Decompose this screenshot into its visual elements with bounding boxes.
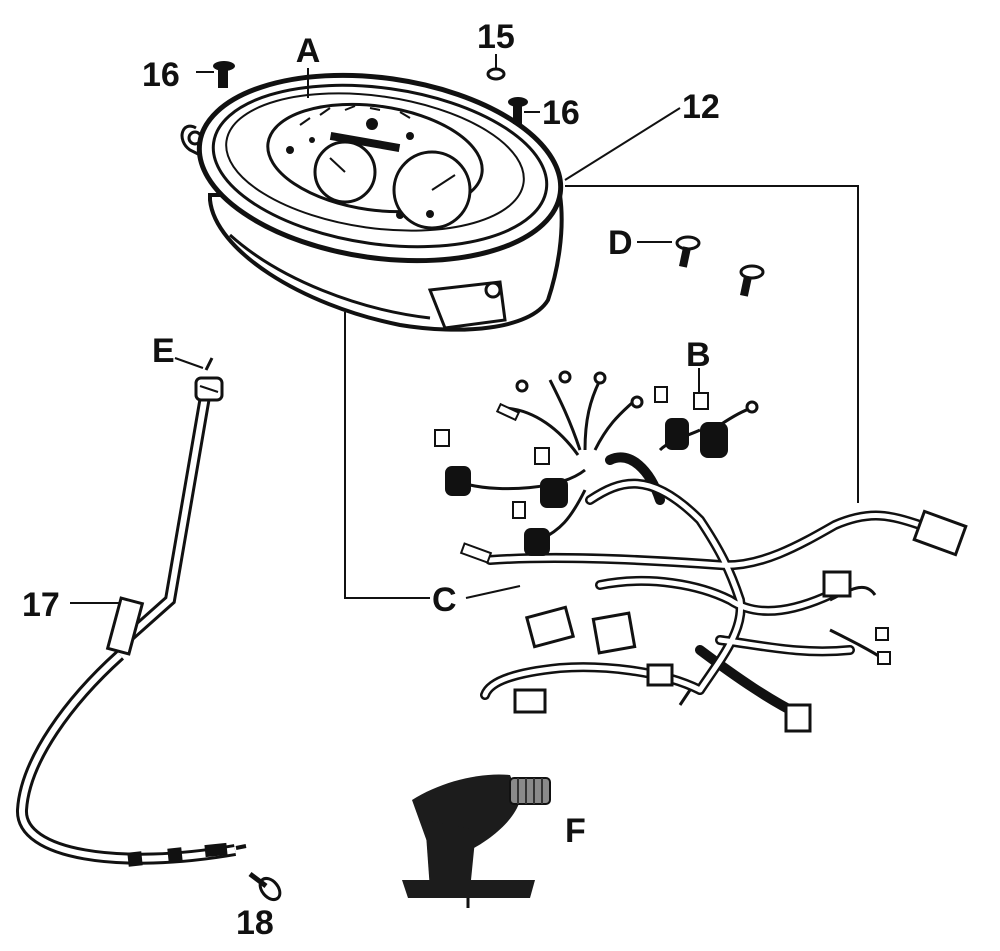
screw-16-right	[508, 97, 540, 124]
cable-upper-end-e	[194, 357, 224, 402]
callout-a: A	[296, 32, 321, 70]
harness-screw	[739, 264, 765, 297]
callout-d: D	[608, 224, 633, 262]
callout-16-right: 16	[542, 94, 580, 132]
speedometer-cluster	[180, 72, 564, 332]
callout-c: C	[432, 581, 457, 619]
callout-e: E	[152, 332, 175, 370]
leader-lines	[70, 68, 859, 604]
callout-17: 17	[22, 586, 60, 624]
callout-labels: A 15 16 16 12 D B E 17 C F 18	[22, 18, 720, 942]
cable-bolt-18	[248, 872, 282, 902]
callout-18: 18	[236, 904, 274, 942]
screw-16-left	[196, 61, 235, 88]
callout-12: 12	[682, 88, 720, 126]
callout-f: F	[565, 812, 586, 850]
callout-15: 15	[477, 18, 515, 56]
harness-screw-d	[675, 235, 701, 268]
speedometer-cable	[15, 357, 247, 867]
callout-b: B	[686, 336, 711, 374]
speedometer-gear-box	[402, 774, 551, 908]
washer-15	[486, 54, 506, 81]
wiring-harness	[434, 370, 968, 733]
bulb-socket-b	[693, 392, 728, 458]
callout-16-left: 16	[142, 56, 180, 94]
